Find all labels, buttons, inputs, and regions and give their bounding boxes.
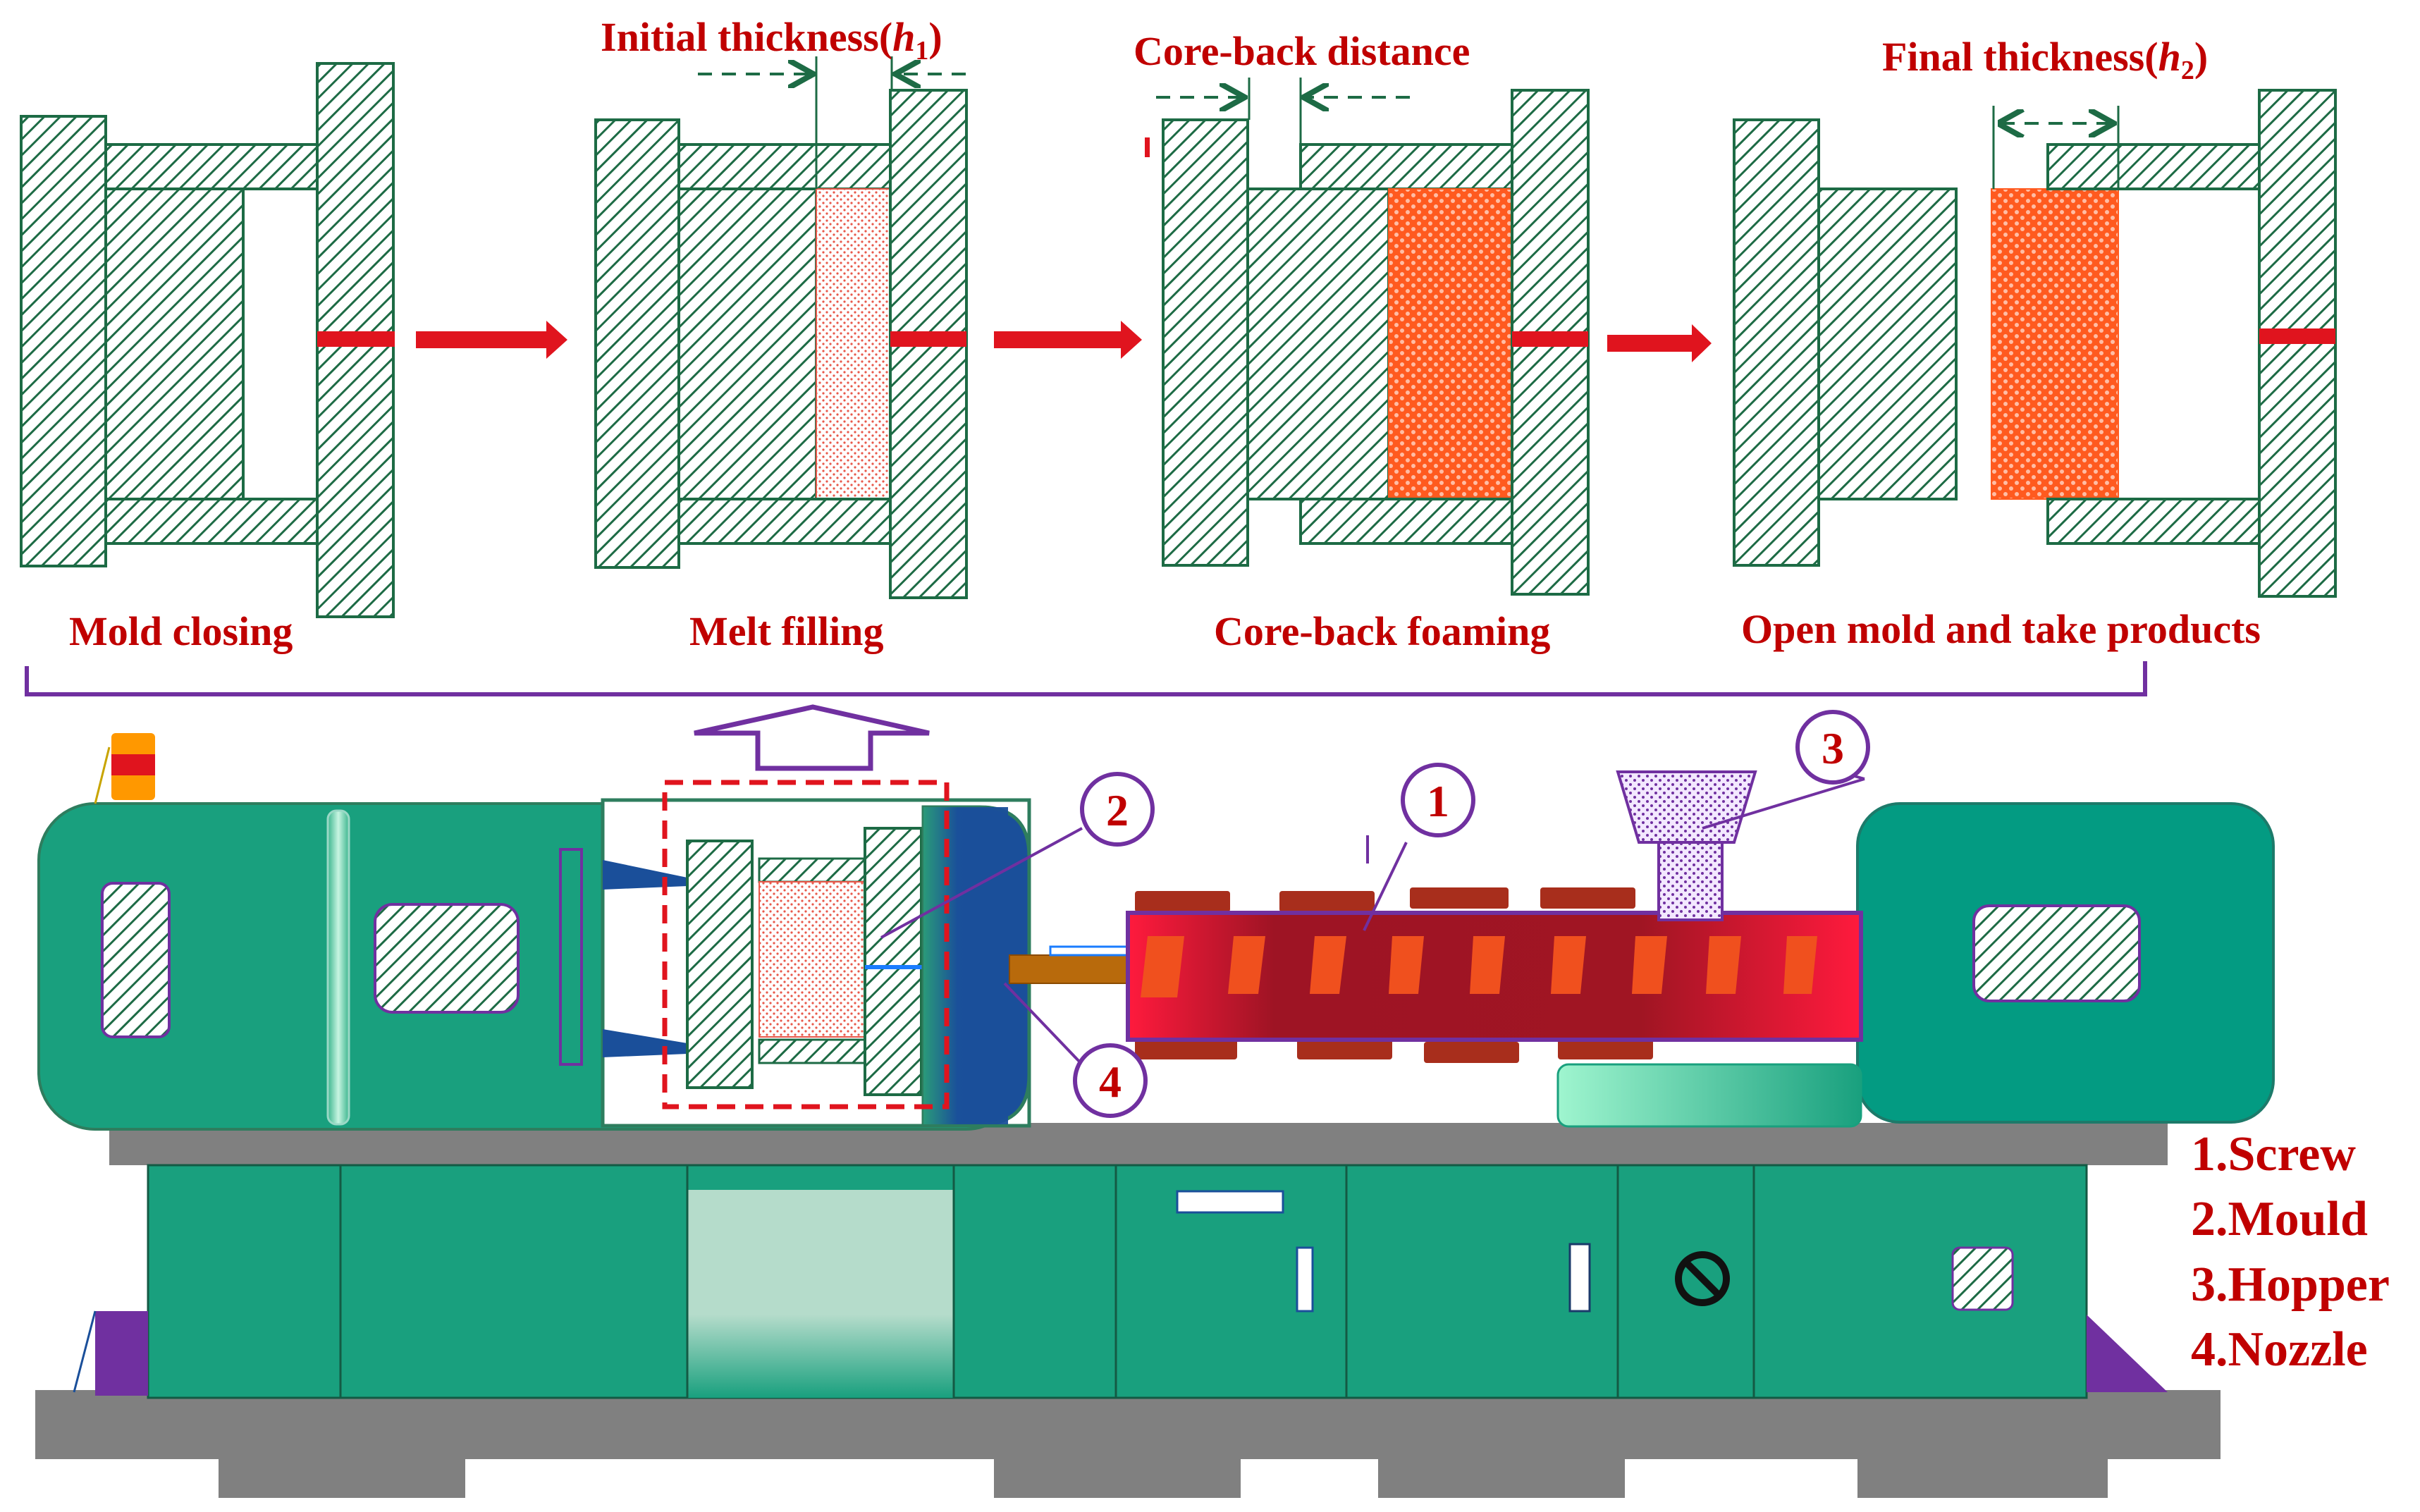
callout-3: 3 [1702, 710, 1870, 830]
clamp-housing [37, 780, 1031, 1131]
up-arrow-icon [694, 704, 930, 771]
stage-open-mold [1733, 89, 2337, 598]
legend: 1.Screw 2.Mould 3.Hopper 4.Nozzle [2191, 1127, 2390, 1377]
stage-label-open-mold: Open mold and take products [1741, 606, 2261, 652]
callout-2: 2 [880, 772, 1155, 939]
flow-arrow-icon [1607, 324, 1712, 362]
injection-housing [1556, 802, 2275, 1128]
prohibited-icon [1675, 1251, 1730, 1306]
heater-bands [1135, 887, 1653, 1063]
final-thickness-label: Final thickness(h2) [1882, 34, 2208, 85]
stage-label-melt-filling: Melt filling [689, 608, 883, 654]
hopper [1616, 770, 1757, 921]
callout-1: 1 [1363, 763, 1475, 931]
barrel-screw [1126, 911, 1863, 1042]
svg-text:2: 2 [1106, 785, 1129, 835]
flow-arrow-icon [994, 321, 1142, 359]
legend-item: 4.Nozzle [2191, 1322, 2368, 1377]
stage-core-back-foaming [1145, 78, 1590, 596]
flow-arrow-icon [416, 321, 567, 359]
lower-cabinet [73, 1164, 2168, 1399]
svg-text:1: 1 [1427, 776, 1449, 826]
nozzle [1009, 954, 1130, 984]
warning-light-icon [94, 733, 155, 804]
legend-item: 1.Screw [2191, 1127, 2356, 1181]
svg-text:4: 4 [1099, 1057, 1122, 1107]
stage-bracket [25, 661, 2147, 696]
machine-base [35, 1123, 2221, 1498]
legend-item: 2.Mould [2191, 1192, 2368, 1246]
stage-label-mold-closing: Mold closing [69, 608, 293, 654]
callout-4: 4 [1003, 982, 1148, 1118]
legend-item: 3.Hopper [2191, 1258, 2390, 1312]
initial-thickness-label: Initial thickness(h1) [601, 14, 942, 66]
svg-text:3: 3 [1822, 723, 1844, 773]
core-back-distance-label: Core-back distance [1134, 28, 1470, 74]
stage-melt-filling [594, 56, 968, 599]
stage-label-core-back-foaming: Core-back foaming [1214, 608, 1550, 654]
stage-mold-closing [20, 62, 395, 618]
